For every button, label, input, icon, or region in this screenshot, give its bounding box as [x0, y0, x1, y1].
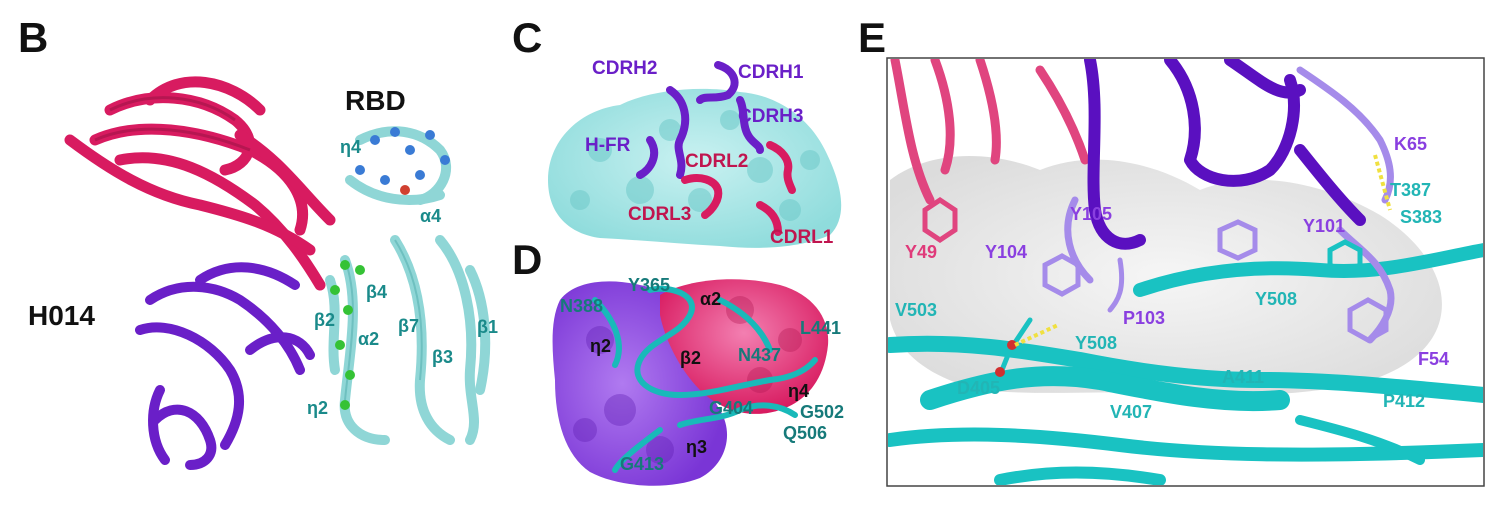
- cdr-loops-light: [681, 141, 796, 236]
- rbd-ribbon-e: [888, 243, 1483, 485]
- label-beta2-d: β2: [680, 348, 701, 368]
- cdr-loops-heavy: [636, 61, 764, 179]
- label-y49: Y49: [905, 242, 937, 262]
- label-g413: G413: [620, 454, 664, 474]
- h014-title: H014: [28, 300, 95, 331]
- label-l441: L441: [800, 318, 841, 338]
- label-y101: Y101: [1303, 216, 1345, 236]
- panel-c-labels: CDRH2 CDRH1 CDRH3 H-FR CDRL2 CDRL3 CDRL1: [585, 58, 834, 248]
- label-cdrh3: CDRH3: [738, 106, 803, 127]
- label-eta4: η4: [340, 137, 361, 157]
- label-k65: K65: [1394, 134, 1427, 154]
- label-cdrl2: CDRL2: [685, 151, 748, 172]
- label-alpha4: α4: [420, 206, 441, 226]
- label-alpha2: α2: [358, 329, 379, 349]
- panel-label-d: D: [512, 236, 543, 283]
- panel-d-structure: [552, 279, 829, 486]
- label-p412: P412: [1383, 391, 1425, 411]
- label-q506: Q506: [783, 423, 827, 443]
- label-beta2: β2: [314, 310, 335, 330]
- panel-d-labels: Y365 α2 N388 η2 L441 β2 N437 η4 G404 G50…: [560, 275, 844, 474]
- label-n437: N437: [738, 345, 781, 365]
- label-p103: P103: [1123, 308, 1165, 328]
- label-y508-b: Y508: [1075, 333, 1117, 353]
- label-v407: V407: [1110, 402, 1152, 422]
- label-eta2: η2: [307, 398, 328, 418]
- rbd-title: RBD: [345, 85, 406, 116]
- label-t387: T387: [1390, 180, 1431, 200]
- panel-label-c: C: [512, 14, 543, 61]
- label-f54: F54: [1418, 349, 1449, 369]
- label-n388: N388: [560, 296, 603, 316]
- panel-e-structure: [886, 57, 1485, 487]
- light-chain-e: [890, 59, 1090, 205]
- label-a411: A411: [1222, 367, 1264, 387]
- label-g502: G502: [800, 402, 844, 422]
- label-cdrh1: CDRH1: [738, 62, 804, 83]
- label-hfr: H-FR: [585, 135, 631, 156]
- panel-c-structure: [548, 61, 842, 248]
- panel-b-labels: RBD H014 η4 α4 β4 β2 β7 β1 α2 β3 η2: [28, 85, 498, 418]
- label-beta1: β1: [477, 317, 498, 337]
- label-g404: G404: [709, 398, 753, 418]
- label-eta3: η3: [686, 437, 707, 457]
- h014-heavy-chain-ribbon: [135, 262, 315, 470]
- label-y105: Y105: [1070, 204, 1112, 224]
- rbd-contact-atoms: [330, 127, 450, 410]
- panel-label-e: E: [858, 14, 887, 61]
- label-cdrh2: CDRH2: [592, 58, 657, 79]
- label-beta4: β4: [366, 282, 387, 302]
- label-cdrl3: CDRL3: [628, 204, 691, 225]
- label-alpha2-d: α2: [700, 289, 721, 309]
- heavy-chain-e: [1084, 59, 1366, 250]
- panel-e-labels: K65 T387 S383 Y105 Y101 Y49 Y104 Y508 V5…: [895, 134, 1449, 422]
- hydrogen-bonds: [1014, 154, 1392, 347]
- h014-light-chain-ribbon: [64, 76, 336, 291]
- light-chain-surface: [660, 279, 829, 414]
- label-d405: D405: [957, 378, 1000, 398]
- rbd-ribbon: [325, 126, 491, 445]
- label-y365: Y365: [628, 275, 670, 295]
- label-cdrl1: CDRL1: [770, 227, 834, 248]
- label-beta7: β7: [398, 316, 419, 336]
- heavy-chain-loops-e: [1064, 66, 1395, 344]
- label-y508-a: Y508: [1255, 289, 1297, 309]
- label-beta3: β3: [432, 347, 453, 367]
- label-s383: S383: [1400, 207, 1442, 227]
- panel-label-b: B: [18, 14, 49, 61]
- label-eta2-d: η2: [590, 336, 611, 356]
- panel-b-structure: [64, 76, 491, 470]
- label-v503: V503: [895, 300, 937, 320]
- label-eta4-d: η4: [788, 381, 809, 401]
- side-chain-sticks: [922, 196, 1389, 378]
- label-y104: Y104: [985, 242, 1027, 262]
- rbd-ribbon-d: [592, 285, 818, 473]
